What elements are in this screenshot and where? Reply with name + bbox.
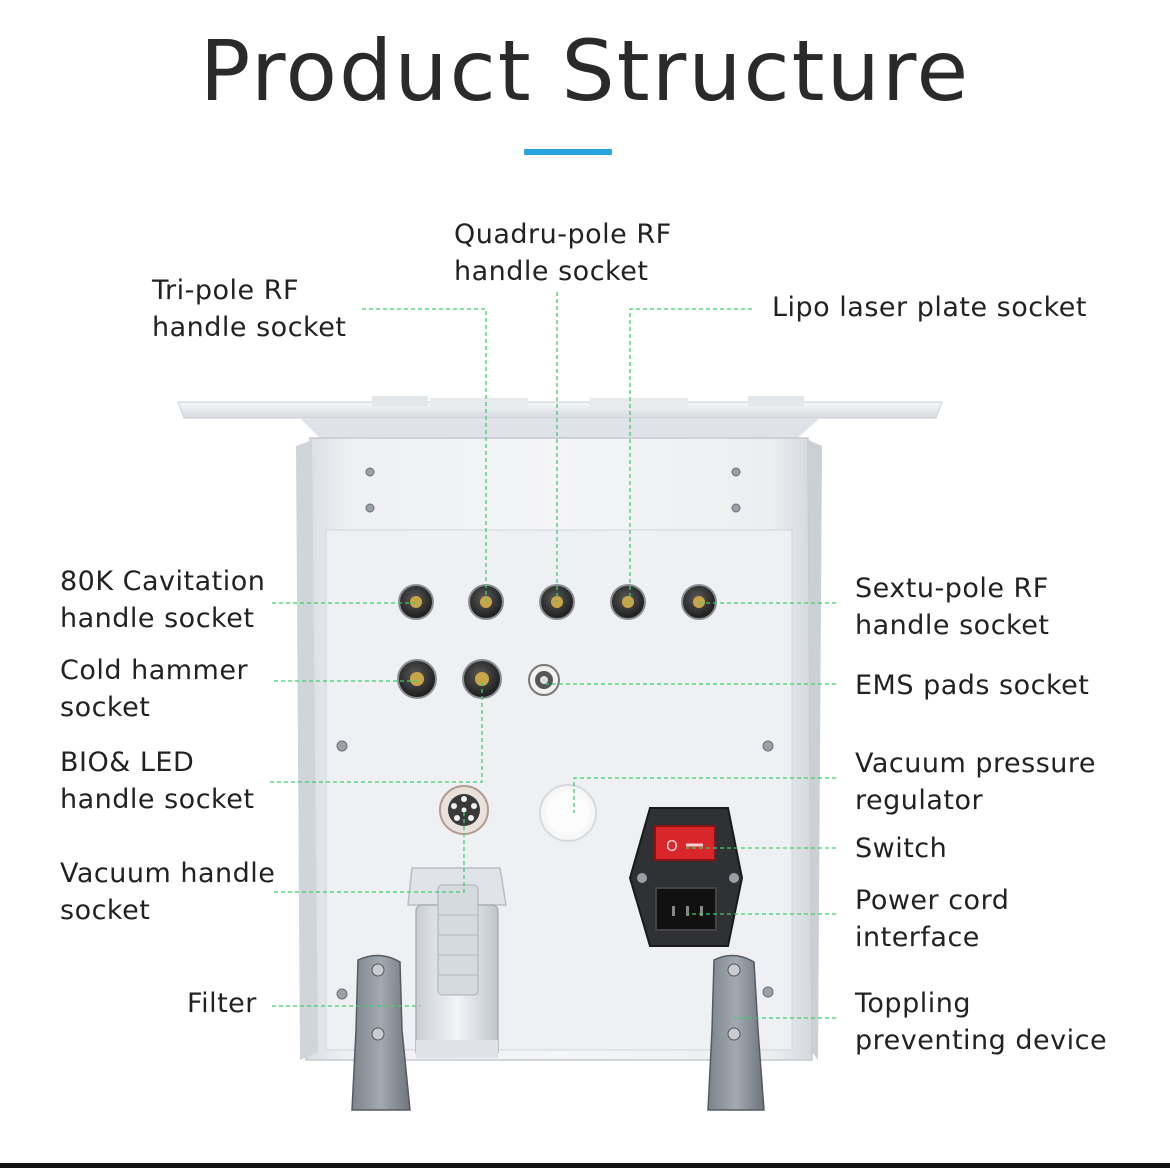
top-tray xyxy=(177,396,943,440)
bottom-rule xyxy=(0,1163,1170,1168)
page-title: Product Structure xyxy=(199,22,971,120)
label-lipo-laser: Lipo laser plate socket xyxy=(772,292,1087,323)
svg-text:O: O xyxy=(666,837,678,855)
label-ems-pads: EMS pads socket xyxy=(855,670,1090,701)
leader-vacuum-handle xyxy=(274,810,465,893)
sextu-pole-socket xyxy=(681,584,717,620)
toppling-device-left xyxy=(351,954,411,1111)
leader-vacuum-regulator xyxy=(573,777,836,813)
label-filter: Filter xyxy=(187,988,257,1019)
vacuum-socket xyxy=(439,785,489,835)
bio-led-socket xyxy=(462,659,502,699)
cold-hammer-socket xyxy=(397,659,437,699)
leader-lines xyxy=(270,292,836,1019)
leader-lipo-laser xyxy=(629,308,752,602)
switch-rocker: O xyxy=(654,825,716,861)
power-inlet xyxy=(655,887,717,931)
socket-row-2 xyxy=(397,659,560,699)
filter-cup xyxy=(407,867,507,1058)
lipo-laser-socket xyxy=(610,584,646,620)
vacuum-regulator-knob xyxy=(539,784,597,842)
label-switch: Switch xyxy=(855,833,948,864)
leader-bio-led xyxy=(270,679,483,783)
ems-pads-socket xyxy=(528,664,560,696)
cavitation-socket xyxy=(398,584,434,620)
power-module: O xyxy=(628,807,744,947)
title-accent-bar xyxy=(524,149,612,155)
toppling-device-right xyxy=(707,954,765,1111)
